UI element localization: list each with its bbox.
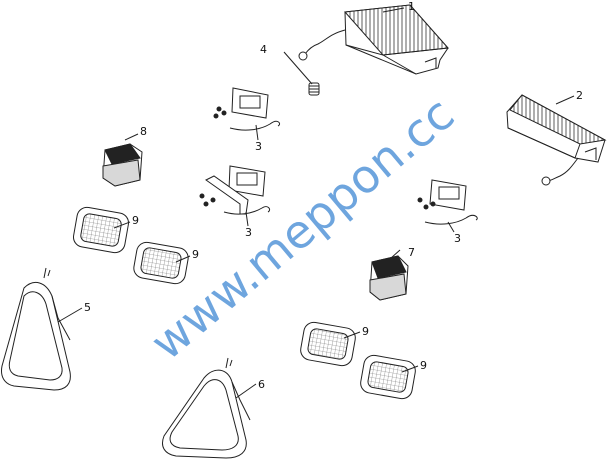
callout-9a: 9 — [132, 214, 139, 227]
reflector-part-9c[interactable] — [299, 321, 357, 367]
callout-3c: 3 — [454, 232, 461, 245]
callout-8: 8 — [140, 125, 147, 138]
callout-3a: 3 — [255, 140, 262, 153]
callout-numbers: 1 2 3 3 3 4 5 6 7 8 9 9 9 9 — [84, 0, 583, 391]
mounting-plate-part-3a[interactable] — [213, 87, 281, 131]
mounting-plate-part-3c[interactable] — [417, 179, 478, 225]
callout-1: 1 — [408, 0, 415, 13]
triangular-lamp-part-6[interactable] — [162, 357, 251, 459]
callout-9c: 9 — [362, 325, 369, 338]
watermark: www.meppon.cc — [140, 87, 464, 371]
reflector-part-9b[interactable] — [132, 241, 189, 285]
callout-9b: 9 — [192, 248, 199, 261]
leader-lines — [57, 7, 575, 399]
reflector-part-9d[interactable] — [359, 354, 417, 400]
rear-lamp-part-1[interactable] — [298, 4, 450, 75]
reflector-part-9a[interactable] — [72, 206, 130, 254]
callout-2: 2 — [576, 89, 583, 102]
side-lamp-part-7[interactable] — [369, 255, 409, 301]
callout-6: 6 — [258, 378, 265, 391]
mounting-plate-part-3b[interactable] — [199, 165, 271, 215]
bulb-part-4[interactable] — [308, 82, 320, 96]
callout-3b: 3 — [245, 226, 252, 239]
callout-4: 4 — [260, 43, 267, 56]
triangular-lamp-part-5[interactable] — [1, 267, 71, 391]
side-lamp-part-8[interactable] — [102, 143, 143, 187]
callout-9d: 9 — [420, 359, 427, 372]
rear-lamp-part-2[interactable] — [506, 94, 607, 186]
callout-5: 5 — [84, 301, 91, 314]
callout-7: 7 — [408, 246, 415, 259]
